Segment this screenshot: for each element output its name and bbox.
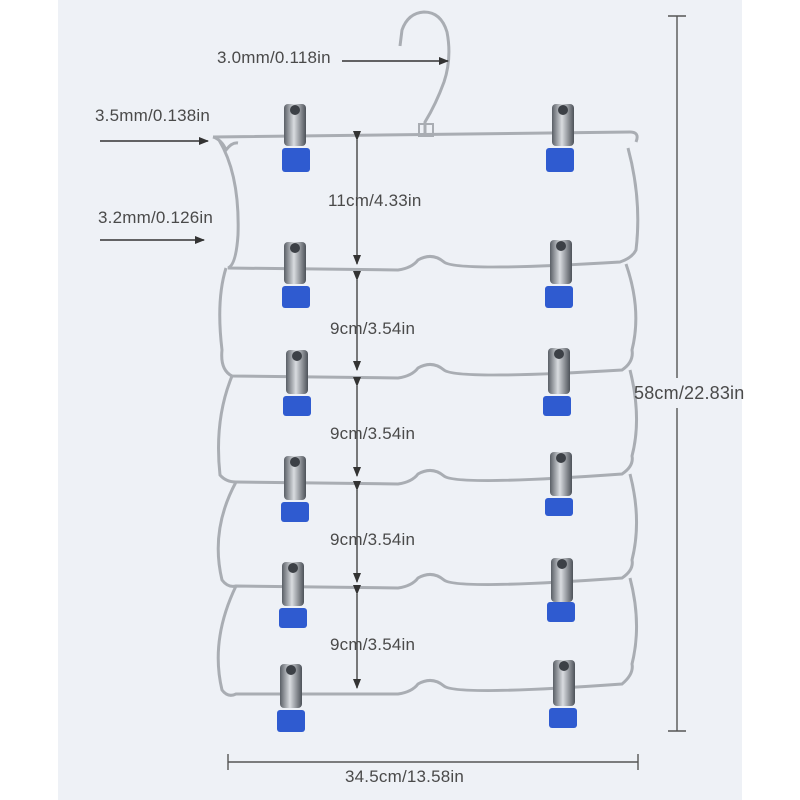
clip-right-2 [545,240,573,308]
top-bar-left-hook [212,135,239,154]
clip-left-6 [277,664,305,732]
hanger-hook [398,10,451,133]
tier-5 [216,577,638,697]
tier-2 [218,263,638,380]
label-frame-wire: 3.5mm/0.138in [95,106,211,125]
clip-left-5 [279,562,307,628]
clip-left-2 [282,242,310,308]
label-hook-wire: 3.0mm/0.118in [217,48,331,67]
clip-right-6 [549,660,577,728]
label-total-width: 34.5cm/13.58in [345,767,465,786]
tier-4 [216,473,638,590]
clip-right-5 [547,558,575,622]
clip-right-4 [545,452,573,516]
clip-left-3 [283,350,311,416]
clip-left-4 [281,456,309,522]
label-gap-2: 9cm/3.54in [330,319,416,338]
clip-right-3 [543,348,571,416]
label-gap-4: 9cm/3.54in [330,530,416,549]
label-tier-wire: 3.2mm/0.126in [98,208,214,227]
label-gap-5: 9cm/3.54in [330,635,416,654]
label-gap-top: 11cm/4.33in [328,191,422,210]
label-gap-3: 9cm/3.54in [330,424,416,443]
tier-1 [217,139,640,272]
clip-right-1 [546,104,574,172]
clip-left-1 [282,104,310,172]
clips [277,104,577,732]
tier-3 [217,369,638,486]
hook-collar [418,123,434,137]
hanger-frame [212,130,640,697]
top-bar [212,130,639,143]
label-total-height: 58cm/22.83in [634,383,745,403]
